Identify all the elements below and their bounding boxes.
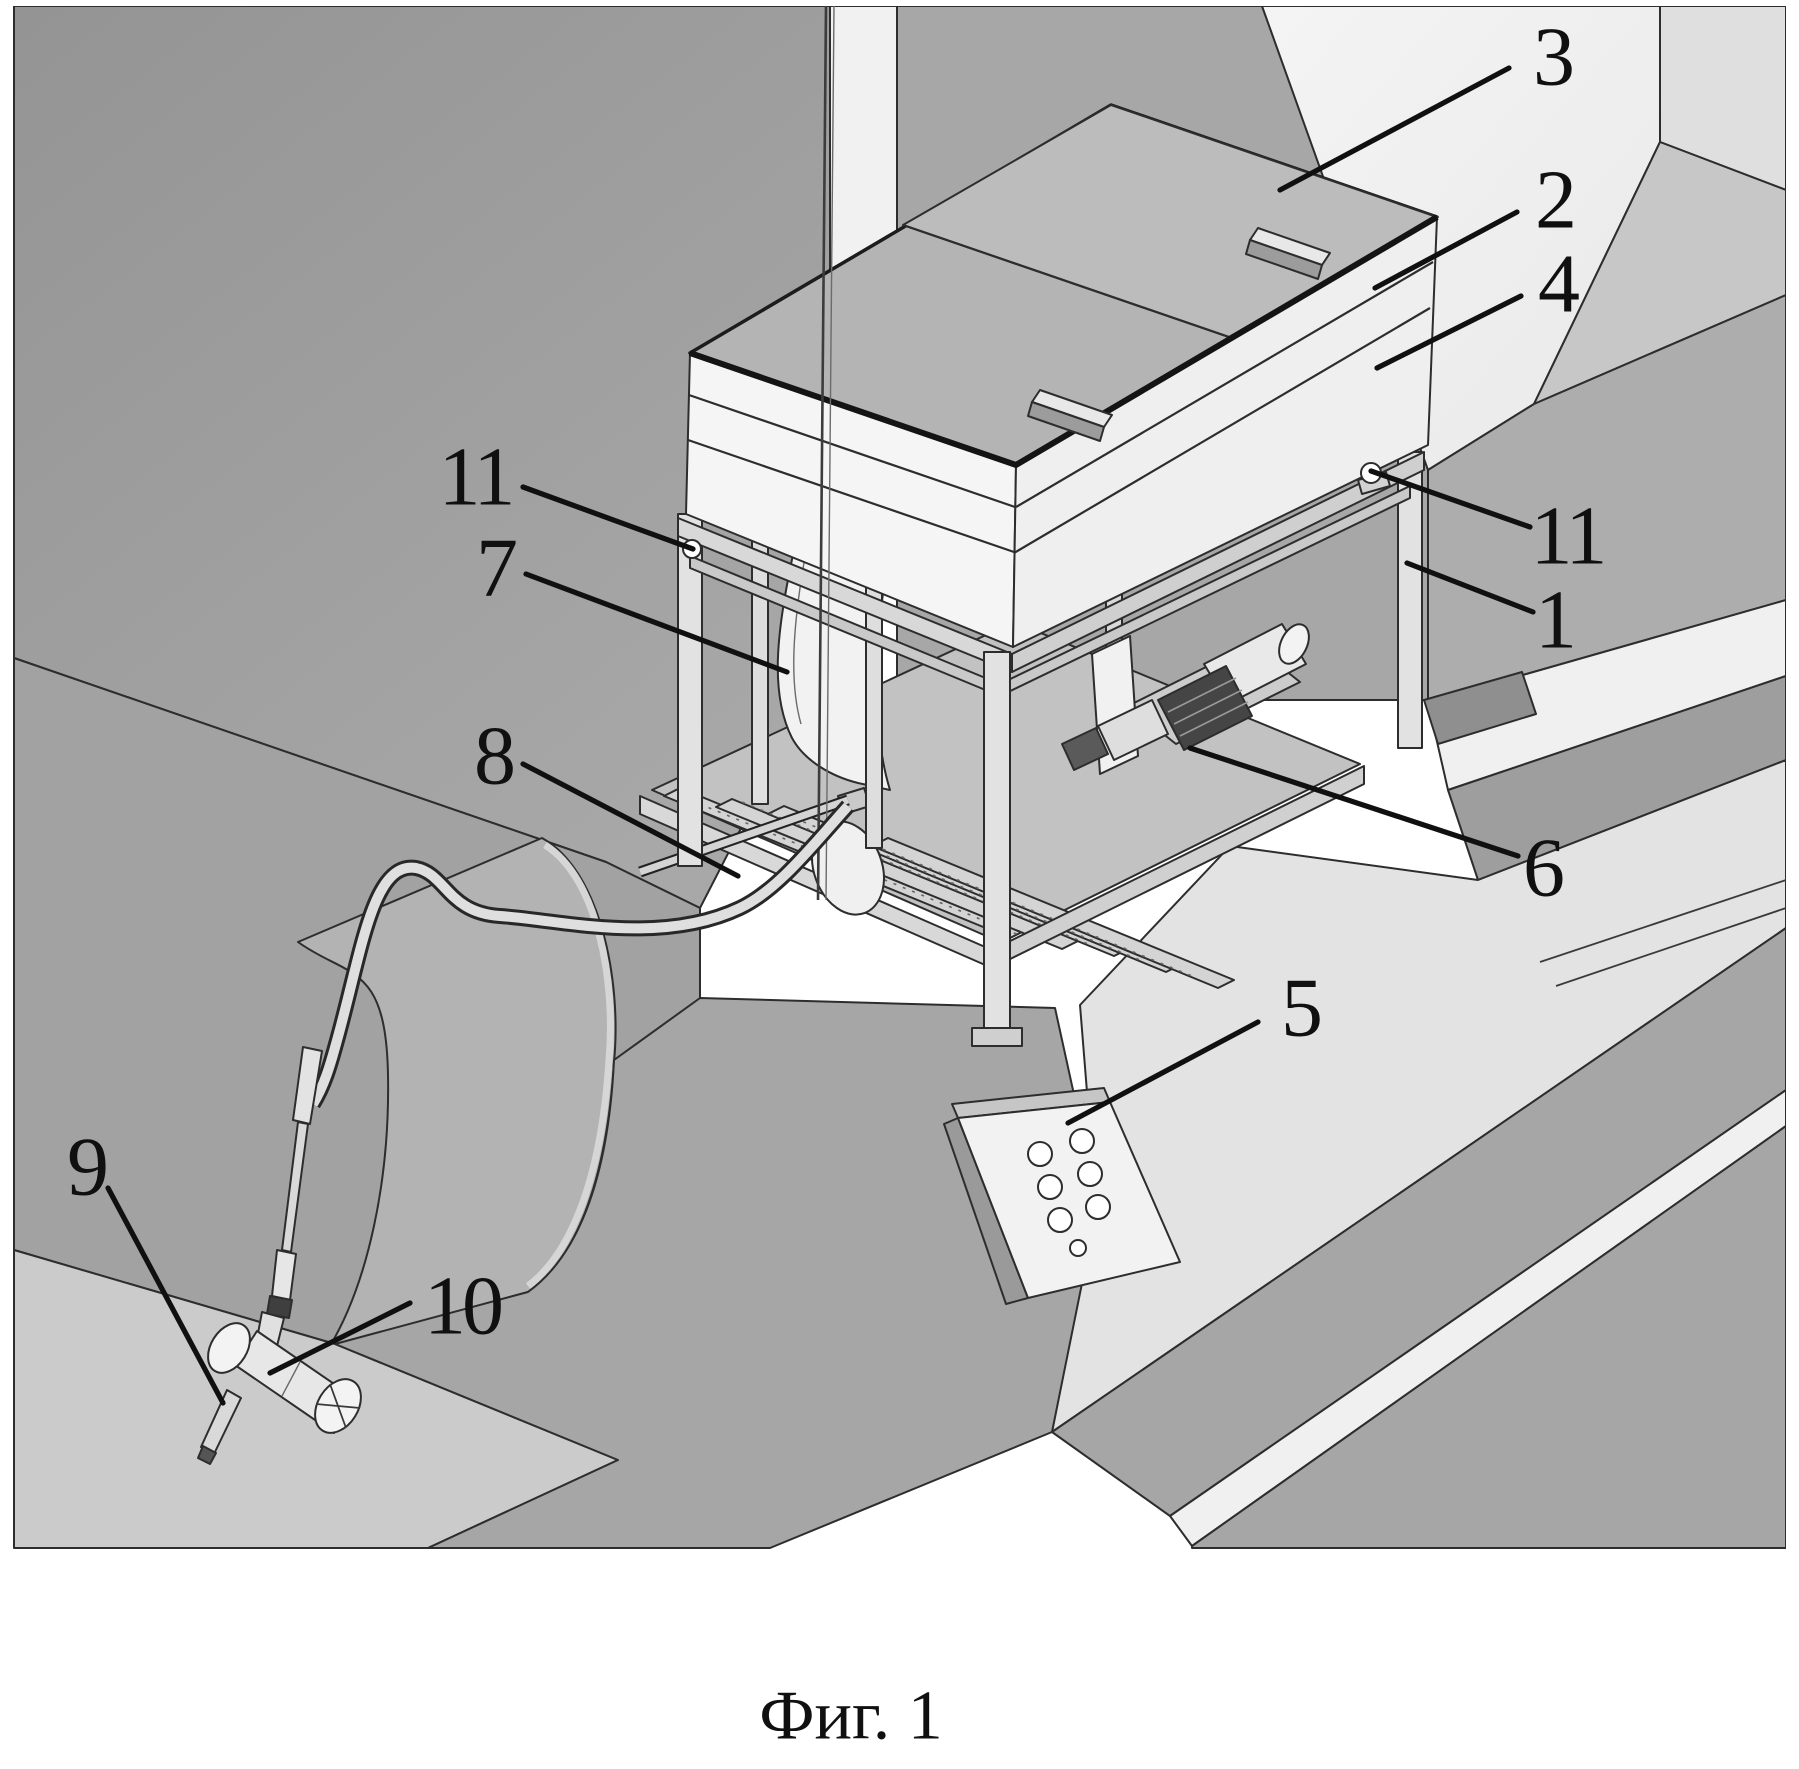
nozzle-tip-end bbox=[197, 1445, 217, 1465]
callout-leader-3 bbox=[1277, 65, 1512, 193]
callout-leader-4 bbox=[1374, 293, 1524, 371]
vertical-cable-line-2 bbox=[825, 6, 835, 901]
callout-label-11-right: 11 bbox=[1531, 490, 1604, 583]
callout-label-6: 6 bbox=[1523, 822, 1563, 915]
callout-label-3: 3 bbox=[1533, 11, 1572, 104]
nozzle-body-band bbox=[281, 1361, 301, 1397]
nozzle-tube-upper bbox=[292, 1046, 323, 1125]
frame-post-front bbox=[983, 651, 1011, 1035]
frame-rail-top-right bbox=[1011, 451, 1425, 673]
bed-band-gray bbox=[1447, 675, 1786, 881]
callout-label-5: 5 bbox=[1281, 962, 1320, 1055]
nozzle-dark-band bbox=[266, 1295, 293, 1319]
callout-label-9: 9 bbox=[67, 1121, 106, 1214]
lid-handle-right bbox=[1245, 227, 1331, 280]
frame-strut-left bbox=[751, 531, 769, 805]
pump-coupling-dark bbox=[1061, 727, 1109, 771]
bed-upper-ledge bbox=[1533, 141, 1786, 405]
callout-leader-7 bbox=[523, 571, 790, 675]
callout-label-2: 2 bbox=[1535, 154, 1573, 247]
tank-front-edge-shadow bbox=[689, 214, 1439, 469]
callout-leader-2 bbox=[1372, 209, 1520, 291]
lid-handle-left bbox=[1027, 389, 1113, 442]
bed-front-white-strip bbox=[1169, 1089, 1786, 1547]
callout-label-1: 1 bbox=[1535, 574, 1573, 667]
callout-leader-1 bbox=[1404, 560, 1536, 615]
tank-face-right-seam-1 bbox=[1015, 261, 1434, 508]
pendant-front-face bbox=[957, 1101, 1181, 1299]
figure-caption: Фиг. 1 bbox=[759, 1678, 943, 1755]
bed-front-lower bbox=[1191, 1125, 1786, 1549]
suction-pipe bbox=[638, 796, 850, 876]
table-front-gray-face bbox=[334, 997, 1099, 1549]
support-frame bbox=[677, 451, 1425, 1047]
flexible-hose bbox=[308, 802, 852, 1107]
callout-label-8: 8 bbox=[474, 710, 513, 803]
bed-ledge-endcap bbox=[1423, 671, 1537, 745]
nozzle-flange-left bbox=[207, 1322, 251, 1374]
tank-lid-seam bbox=[902, 223, 1230, 339]
bed-top-groove-line-1 bbox=[1539, 879, 1786, 963]
frame-foot-front bbox=[971, 1027, 1023, 1047]
pump-motor-assembly bbox=[1061, 623, 1310, 775]
callout-leader-11-left bbox=[520, 484, 696, 552]
tank-face-left-seam-1 bbox=[688, 393, 1016, 509]
tank-face-left-seam-2 bbox=[687, 438, 1015, 554]
bed-front-face bbox=[1051, 927, 1786, 1517]
pendant-buttons bbox=[1027, 1128, 1111, 1257]
machine-bed-right bbox=[1051, 294, 1786, 1549]
motor-end-cap bbox=[1278, 623, 1310, 665]
tank-face-right-seam-2 bbox=[1013, 307, 1431, 554]
callout-leader-5 bbox=[1065, 1019, 1261, 1126]
vertical-cable-line bbox=[816, 6, 828, 901]
hose-and-nozzle bbox=[197, 800, 854, 1465]
callout-leader-layer bbox=[105, 65, 1536, 1406]
bed-top-groove-line-2 bbox=[1555, 907, 1786, 987]
callout-label-11-left: 11 bbox=[439, 431, 512, 524]
callout-leader-6 bbox=[1187, 745, 1521, 859]
callout-label-4: 4 bbox=[1538, 238, 1579, 331]
pump-shaft-block bbox=[1097, 699, 1169, 761]
foreground-left bbox=[13, 657, 1099, 1549]
callout-label-7: 7 bbox=[476, 522, 516, 615]
control-pendant bbox=[943, 1087, 1181, 1305]
wall-white-strip bbox=[829, 6, 898, 272]
callout-leader-9 bbox=[105, 1185, 226, 1406]
bed-band-white bbox=[1427, 599, 1786, 791]
callout-leader-10 bbox=[267, 1300, 413, 1376]
callout-leader-8 bbox=[520, 761, 741, 879]
column-top-right-light bbox=[1659, 6, 1786, 191]
drum-rim-highlight bbox=[525, 842, 614, 1289]
callout-leader-11-right bbox=[1368, 468, 1533, 530]
coolant-tank bbox=[685, 103, 1439, 648]
callout-label-10: 10 bbox=[424, 1260, 501, 1353]
